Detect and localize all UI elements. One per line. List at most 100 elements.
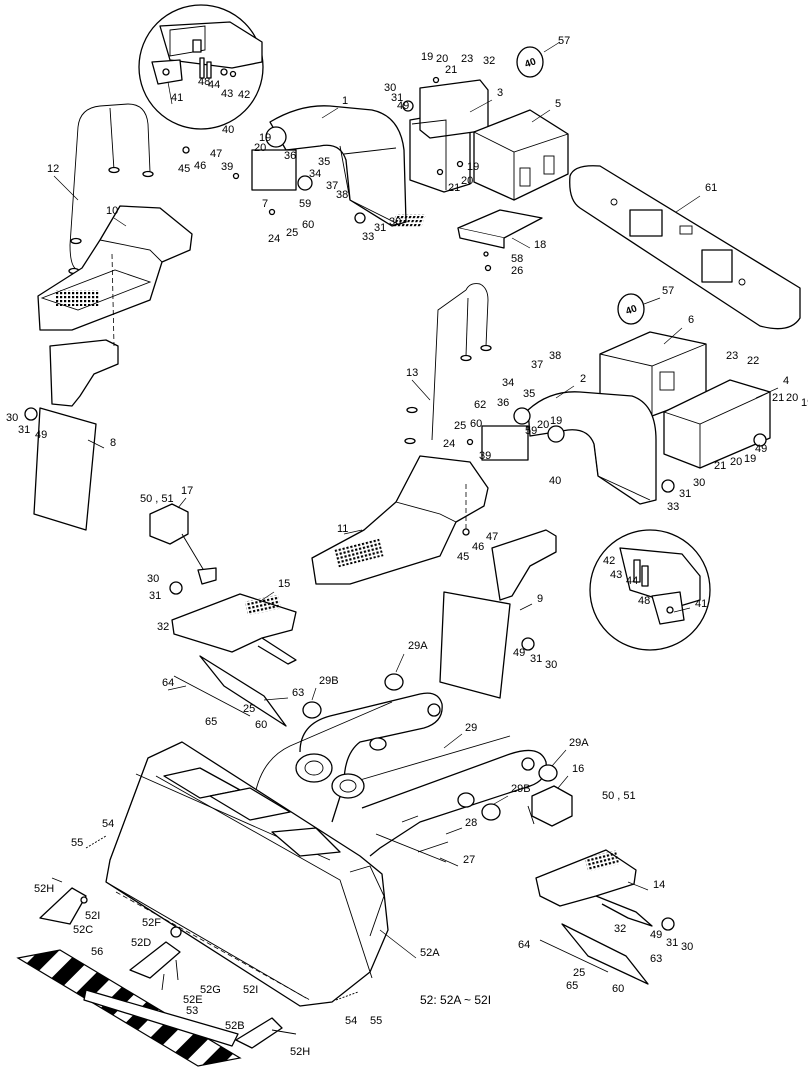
- part-63-64-right: [539, 923, 649, 985]
- callout-25: 25: [454, 420, 466, 432]
- callout-29: 29: [465, 722, 477, 734]
- callout-40: 40: [222, 124, 234, 136]
- callout-35: 35: [523, 388, 535, 400]
- part-12-handrail: [68, 103, 154, 275]
- callout-52H: 52H: [290, 1046, 310, 1058]
- callout-23: 23: [461, 53, 473, 65]
- fasteners: [24, 76, 767, 931]
- callout-32: 32: [157, 621, 169, 633]
- callout-31: 31: [530, 653, 542, 665]
- callout-24: 24: [443, 438, 455, 450]
- callout-20: 20: [254, 142, 266, 154]
- callout-60: 60: [612, 983, 624, 995]
- callout-14: 14: [653, 879, 665, 891]
- callout-26: 26: [511, 265, 523, 277]
- callout-48: 48: [198, 76, 210, 88]
- part-5-battery-box: [473, 109, 569, 201]
- callout-63: 63: [292, 687, 304, 699]
- callout-19: 19: [550, 415, 562, 427]
- part-14-step: [535, 849, 653, 927]
- callout-52E: 52E: [183, 994, 203, 1006]
- callout-52H: 52H: [34, 883, 54, 895]
- callout-34: 34: [309, 168, 321, 180]
- callout-46: 46: [194, 160, 206, 172]
- part-57-badges: [516, 46, 645, 325]
- callout-19: 19: [467, 161, 479, 173]
- part-29-boom: [253, 692, 547, 857]
- callout-38: 38: [336, 189, 348, 201]
- callout-19: 19: [801, 397, 808, 409]
- callout-40: 40: [549, 475, 561, 487]
- callout-36: 36: [497, 397, 509, 409]
- callout-37: 37: [326, 180, 338, 192]
- callout-57: 57: [558, 35, 570, 47]
- callout-48: 48: [638, 595, 650, 607]
- callout-44: 44: [208, 79, 220, 91]
- callout-52I: 52I: [85, 910, 100, 922]
- callout-6: 6: [688, 314, 694, 326]
- callout-38: 38: [549, 350, 561, 362]
- callout-44: 44: [626, 575, 638, 587]
- callout-29A: 29A: [569, 737, 589, 749]
- callout-64: 64: [518, 939, 530, 951]
- part-52A-bucket: [105, 741, 389, 1007]
- callout-37: 37: [531, 359, 543, 371]
- callout-52I: 52I: [243, 984, 258, 996]
- part-16-lamp: [527, 785, 573, 827]
- callout-31: 31: [18, 424, 30, 436]
- callout-45: 45: [178, 163, 190, 175]
- callout-5: 5: [555, 98, 561, 110]
- part-18-tray: [391, 209, 543, 249]
- callout-49: 49: [650, 929, 662, 941]
- callout-32: 32: [483, 55, 495, 67]
- part-54-55-springs: [85, 835, 359, 1001]
- badge-label: 40: [523, 56, 538, 70]
- callout-2: 2: [580, 373, 586, 385]
- assembly-note: 52: 52A ~ 52I: [420, 993, 491, 1007]
- callout-23: 23: [726, 350, 738, 362]
- callout-46: 46: [472, 541, 484, 553]
- part-27-28-pin: [375, 815, 449, 863]
- callout-3: 3: [497, 87, 503, 99]
- callout-30: 30: [681, 941, 693, 953]
- callout-29B: 29B: [511, 783, 531, 795]
- callout-55: 55: [370, 1015, 382, 1027]
- callout-20: 20: [786, 392, 798, 404]
- callout-19: 19: [421, 51, 433, 63]
- part-61-counterweight: [569, 165, 801, 330]
- callout-65: 65: [205, 716, 217, 728]
- callout-8: 8: [110, 437, 116, 449]
- detail-circle-top: [138, 4, 264, 130]
- part-13-handrail: [404, 283, 492, 445]
- callout-21: 21: [448, 182, 460, 194]
- part-15-step: [171, 593, 297, 665]
- callout-62: 62: [474, 399, 486, 411]
- callout-13: 13: [406, 367, 418, 379]
- callout-28: 28: [465, 817, 477, 829]
- callout-31: 31: [374, 222, 386, 234]
- callout-20: 20: [461, 175, 473, 187]
- callout-12: 12: [47, 163, 59, 175]
- bucket-teeth: [39, 877, 297, 1049]
- callout-41: 41: [171, 92, 183, 104]
- tooth-52B: [235, 1017, 283, 1049]
- detail-circle-right: [589, 529, 711, 651]
- callout-20: 20: [537, 419, 549, 431]
- callout-20: 20: [436, 53, 448, 65]
- part-3-bracket: [409, 79, 489, 193]
- part-1-fender: [251, 105, 407, 227]
- callout-10: 10: [106, 205, 118, 217]
- callout-36: 36: [284, 150, 296, 162]
- callout-53: 53: [186, 1005, 198, 1017]
- callout-30: 30: [545, 659, 557, 671]
- callout-19: 19: [744, 453, 756, 465]
- callout-27: 27: [463, 854, 475, 866]
- callout-22: 22: [747, 355, 759, 367]
- callout-52F: 52F: [142, 917, 161, 929]
- callout-58: 58: [511, 253, 523, 265]
- callout-34: 34: [502, 377, 514, 389]
- callout-30: 30: [693, 477, 705, 489]
- callout-60: 60: [470, 418, 482, 430]
- callout-49: 49: [513, 647, 525, 659]
- bushings-29: [302, 673, 558, 821]
